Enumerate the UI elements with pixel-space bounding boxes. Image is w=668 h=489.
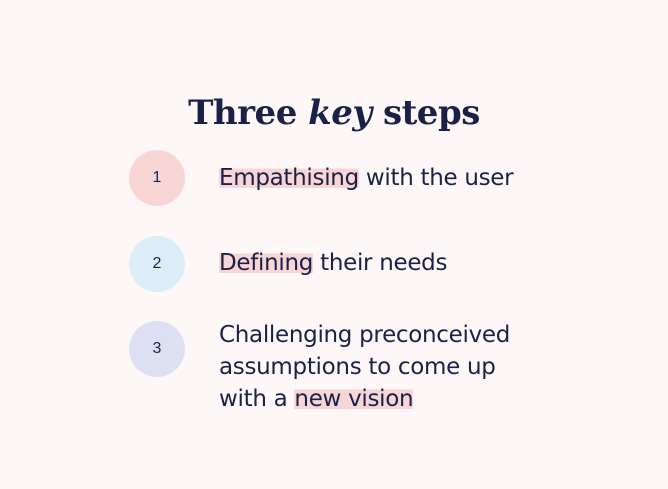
page-title: Three key steps [0, 89, 668, 137]
step-description: Defining their needs [219, 247, 559, 279]
step-text: with the user [358, 165, 514, 191]
step-text-line-2: assumptions to come up [219, 354, 496, 380]
step-number-badge: 1 [129, 150, 185, 206]
step-number: 3 [152, 340, 162, 357]
title-text: Three [188, 92, 309, 133]
step-text: with a [219, 386, 295, 412]
step-text-line-1: Challenging preconceived [219, 322, 511, 348]
step-number-badge: 2 [129, 236, 185, 292]
highlighted-text: Empathising [219, 165, 359, 191]
highlighted-text: Defining [219, 250, 314, 276]
step-description: Empathising with the user [219, 162, 559, 194]
step-number: 2 [152, 255, 162, 272]
step-text-line-3: with a new vision [219, 383, 559, 415]
title-emphasis: key [308, 92, 372, 133]
title-text-end: steps [371, 92, 480, 133]
step-description: Challenging preconceived assumptions to … [219, 319, 559, 415]
highlighted-text: new vision [294, 386, 414, 412]
step-number-badge: 3 [129, 321, 185, 377]
step-number: 1 [152, 169, 162, 186]
step-text: their needs [313, 250, 448, 276]
